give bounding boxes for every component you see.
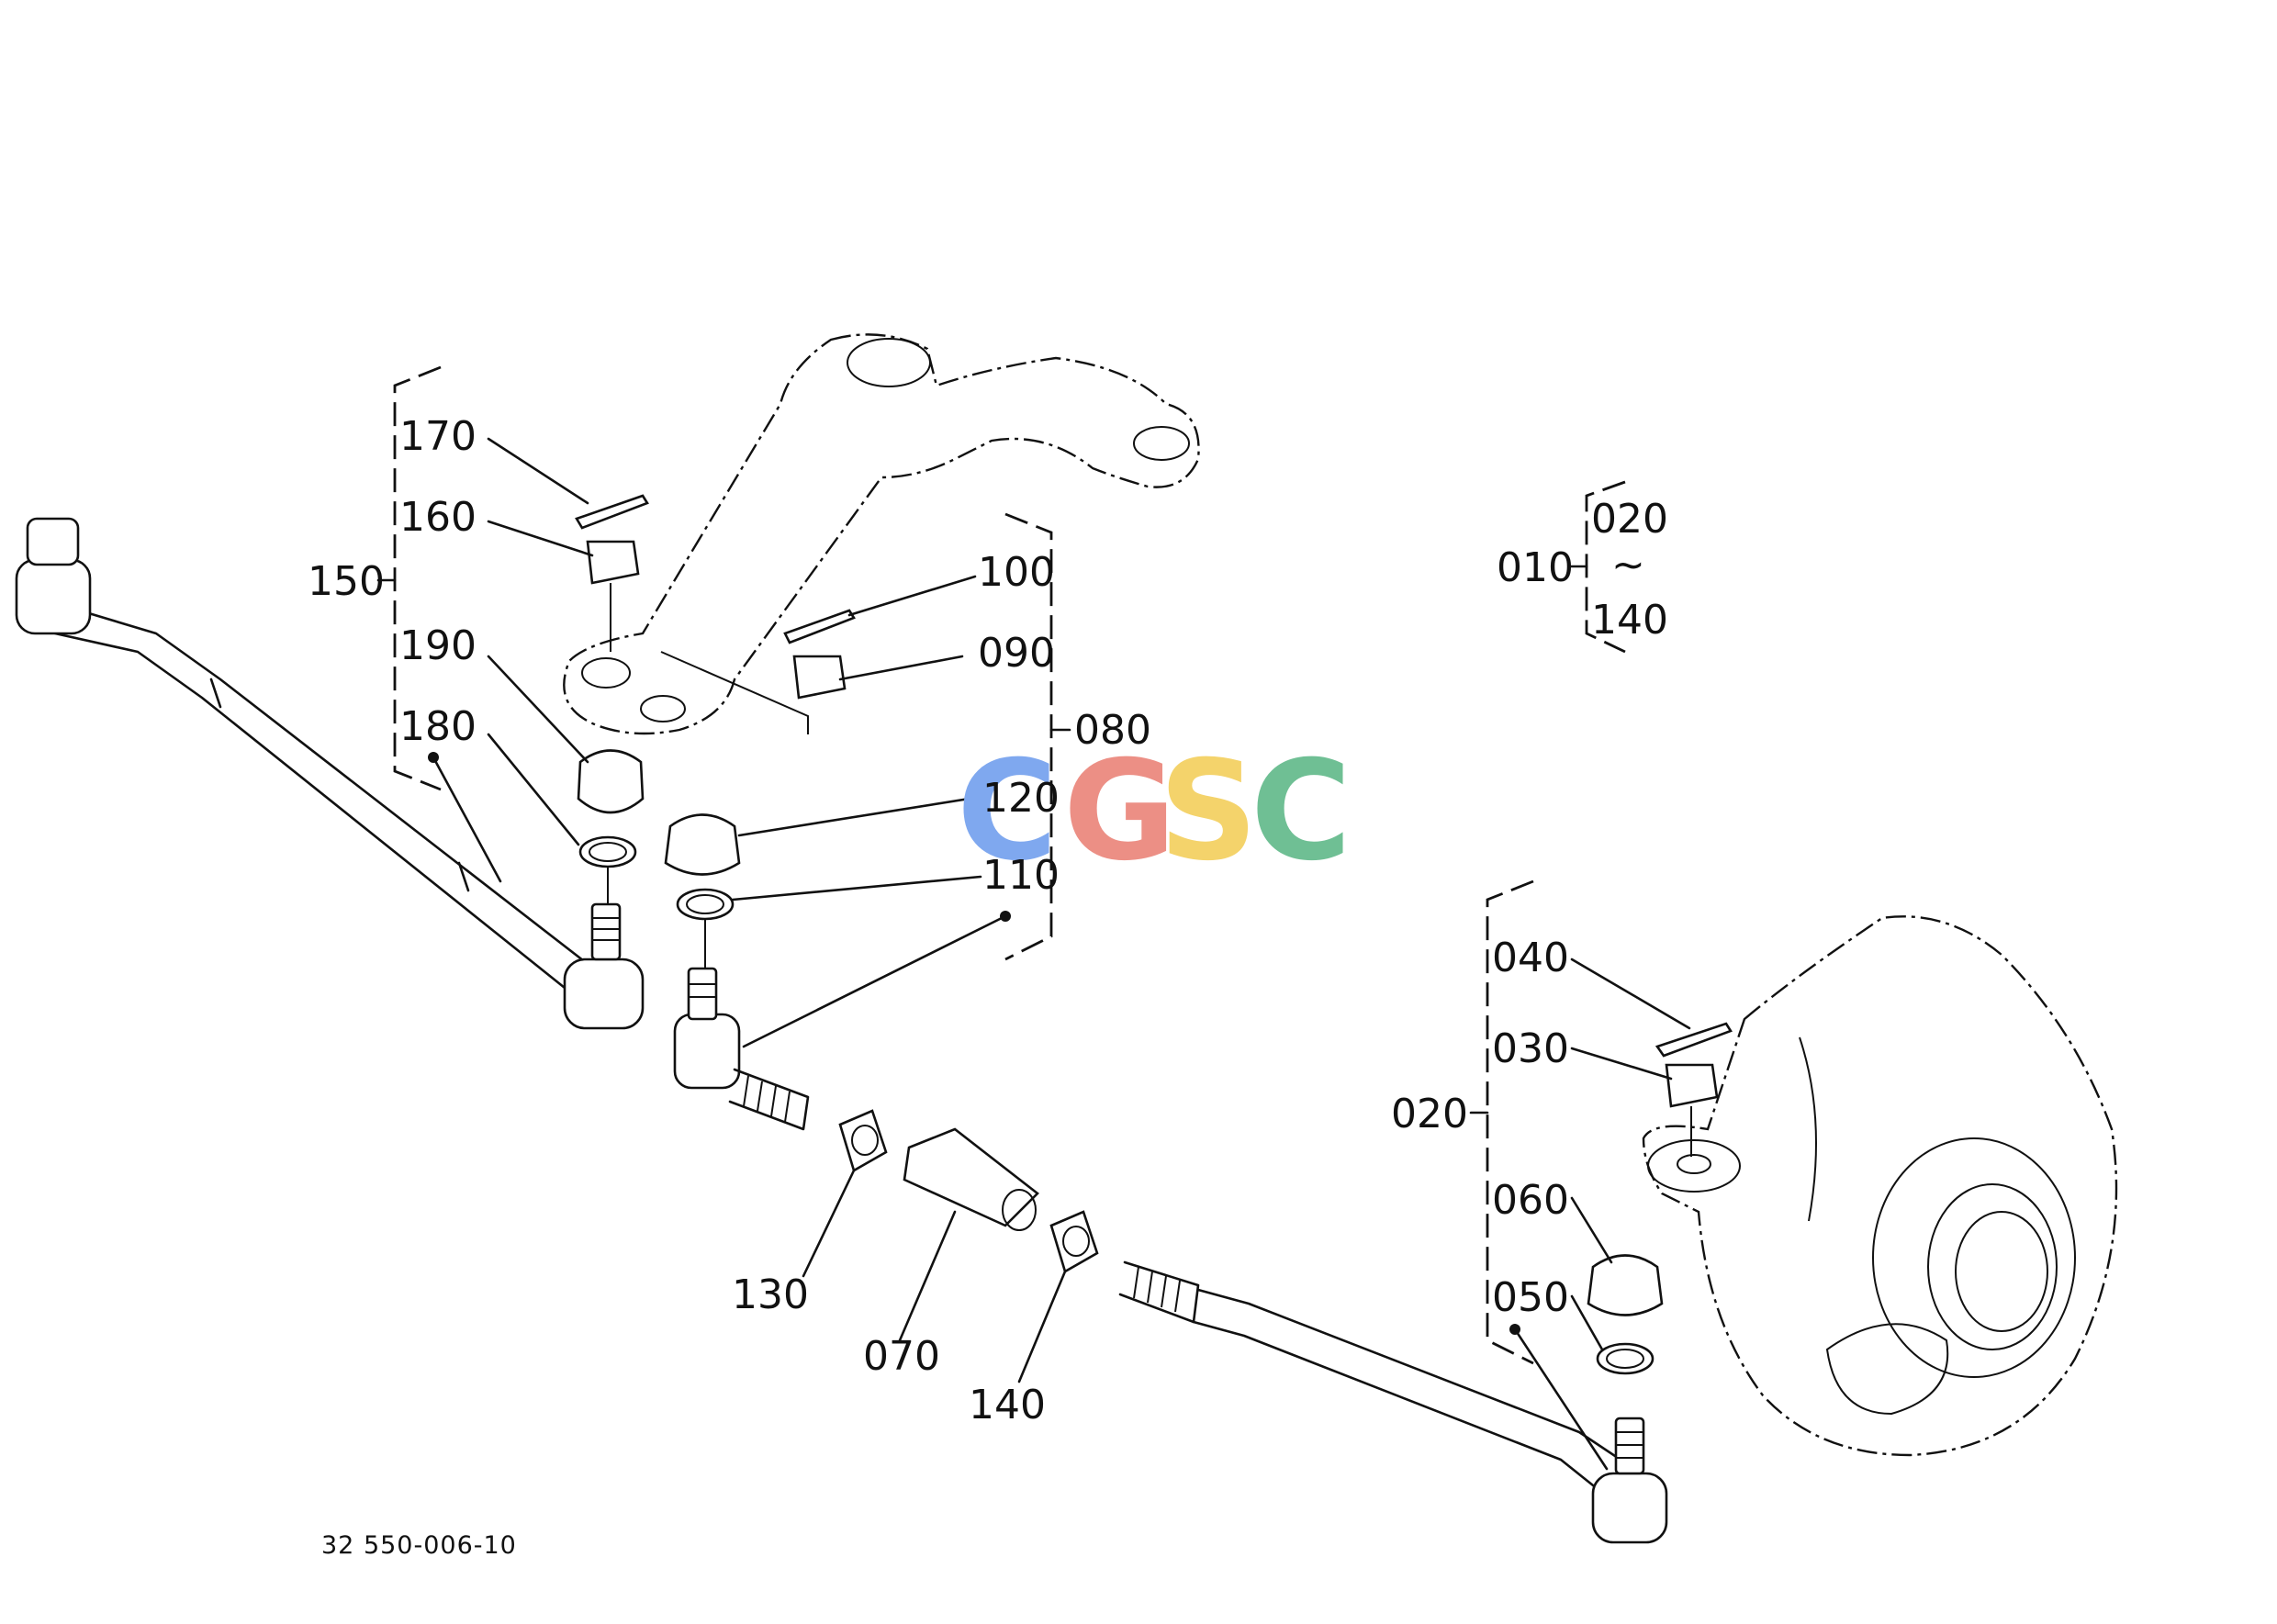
watermark-letter: G [1063, 732, 1176, 891]
group-brackets [376, 365, 1626, 1365]
callout-040: 040 [1492, 935, 1569, 981]
callout-140: 140 [969, 1382, 1046, 1428]
center-tie-rod [673, 967, 1668, 1544]
callout-100: 100 [978, 549, 1055, 596]
drawing-code: 32 550-006-10 [321, 1531, 517, 1560]
left-tie-rod [15, 517, 645, 1030]
callout-030: 030 [1492, 1025, 1569, 1072]
callout-180: 180 [399, 703, 477, 750]
callout-range-tilde: ~ [1611, 542, 1645, 588]
watermark-letter: S [1159, 732, 1258, 891]
callout-150: 150 [308, 558, 385, 605]
callout-010: 010 [1497, 544, 1574, 591]
callout-160: 160 [399, 494, 477, 541]
callout-140-range-end: 140 [1591, 597, 1668, 644]
callout-050: 050 [1492, 1274, 1569, 1321]
callout-120: 120 [982, 775, 1060, 822]
callout-130: 130 [732, 1271, 809, 1318]
callout-190: 190 [399, 622, 477, 669]
callout-labels: 170 160 150 190 180 100 090 080 120 110 … [308, 413, 1668, 1428]
watermark-letter: C [957, 732, 1058, 891]
watermark-letter: C [1251, 732, 1352, 891]
callout-060: 060 [1492, 1177, 1569, 1224]
callout-070: 070 [863, 1333, 940, 1380]
steering-knuckle [1642, 915, 2118, 1457]
callout-020: 020 [1391, 1091, 1468, 1137]
callout-020-range-start: 020 [1591, 496, 1668, 543]
callout-170: 170 [399, 413, 477, 460]
callout-080: 080 [1074, 707, 1151, 754]
leader-lines [428, 437, 1691, 1471]
callout-090: 090 [978, 630, 1055, 677]
small-parts [575, 494, 1733, 1375]
steering-arm [563, 333, 1200, 735]
callout-110: 110 [982, 852, 1060, 899]
watermark: C G S C [957, 732, 1352, 891]
